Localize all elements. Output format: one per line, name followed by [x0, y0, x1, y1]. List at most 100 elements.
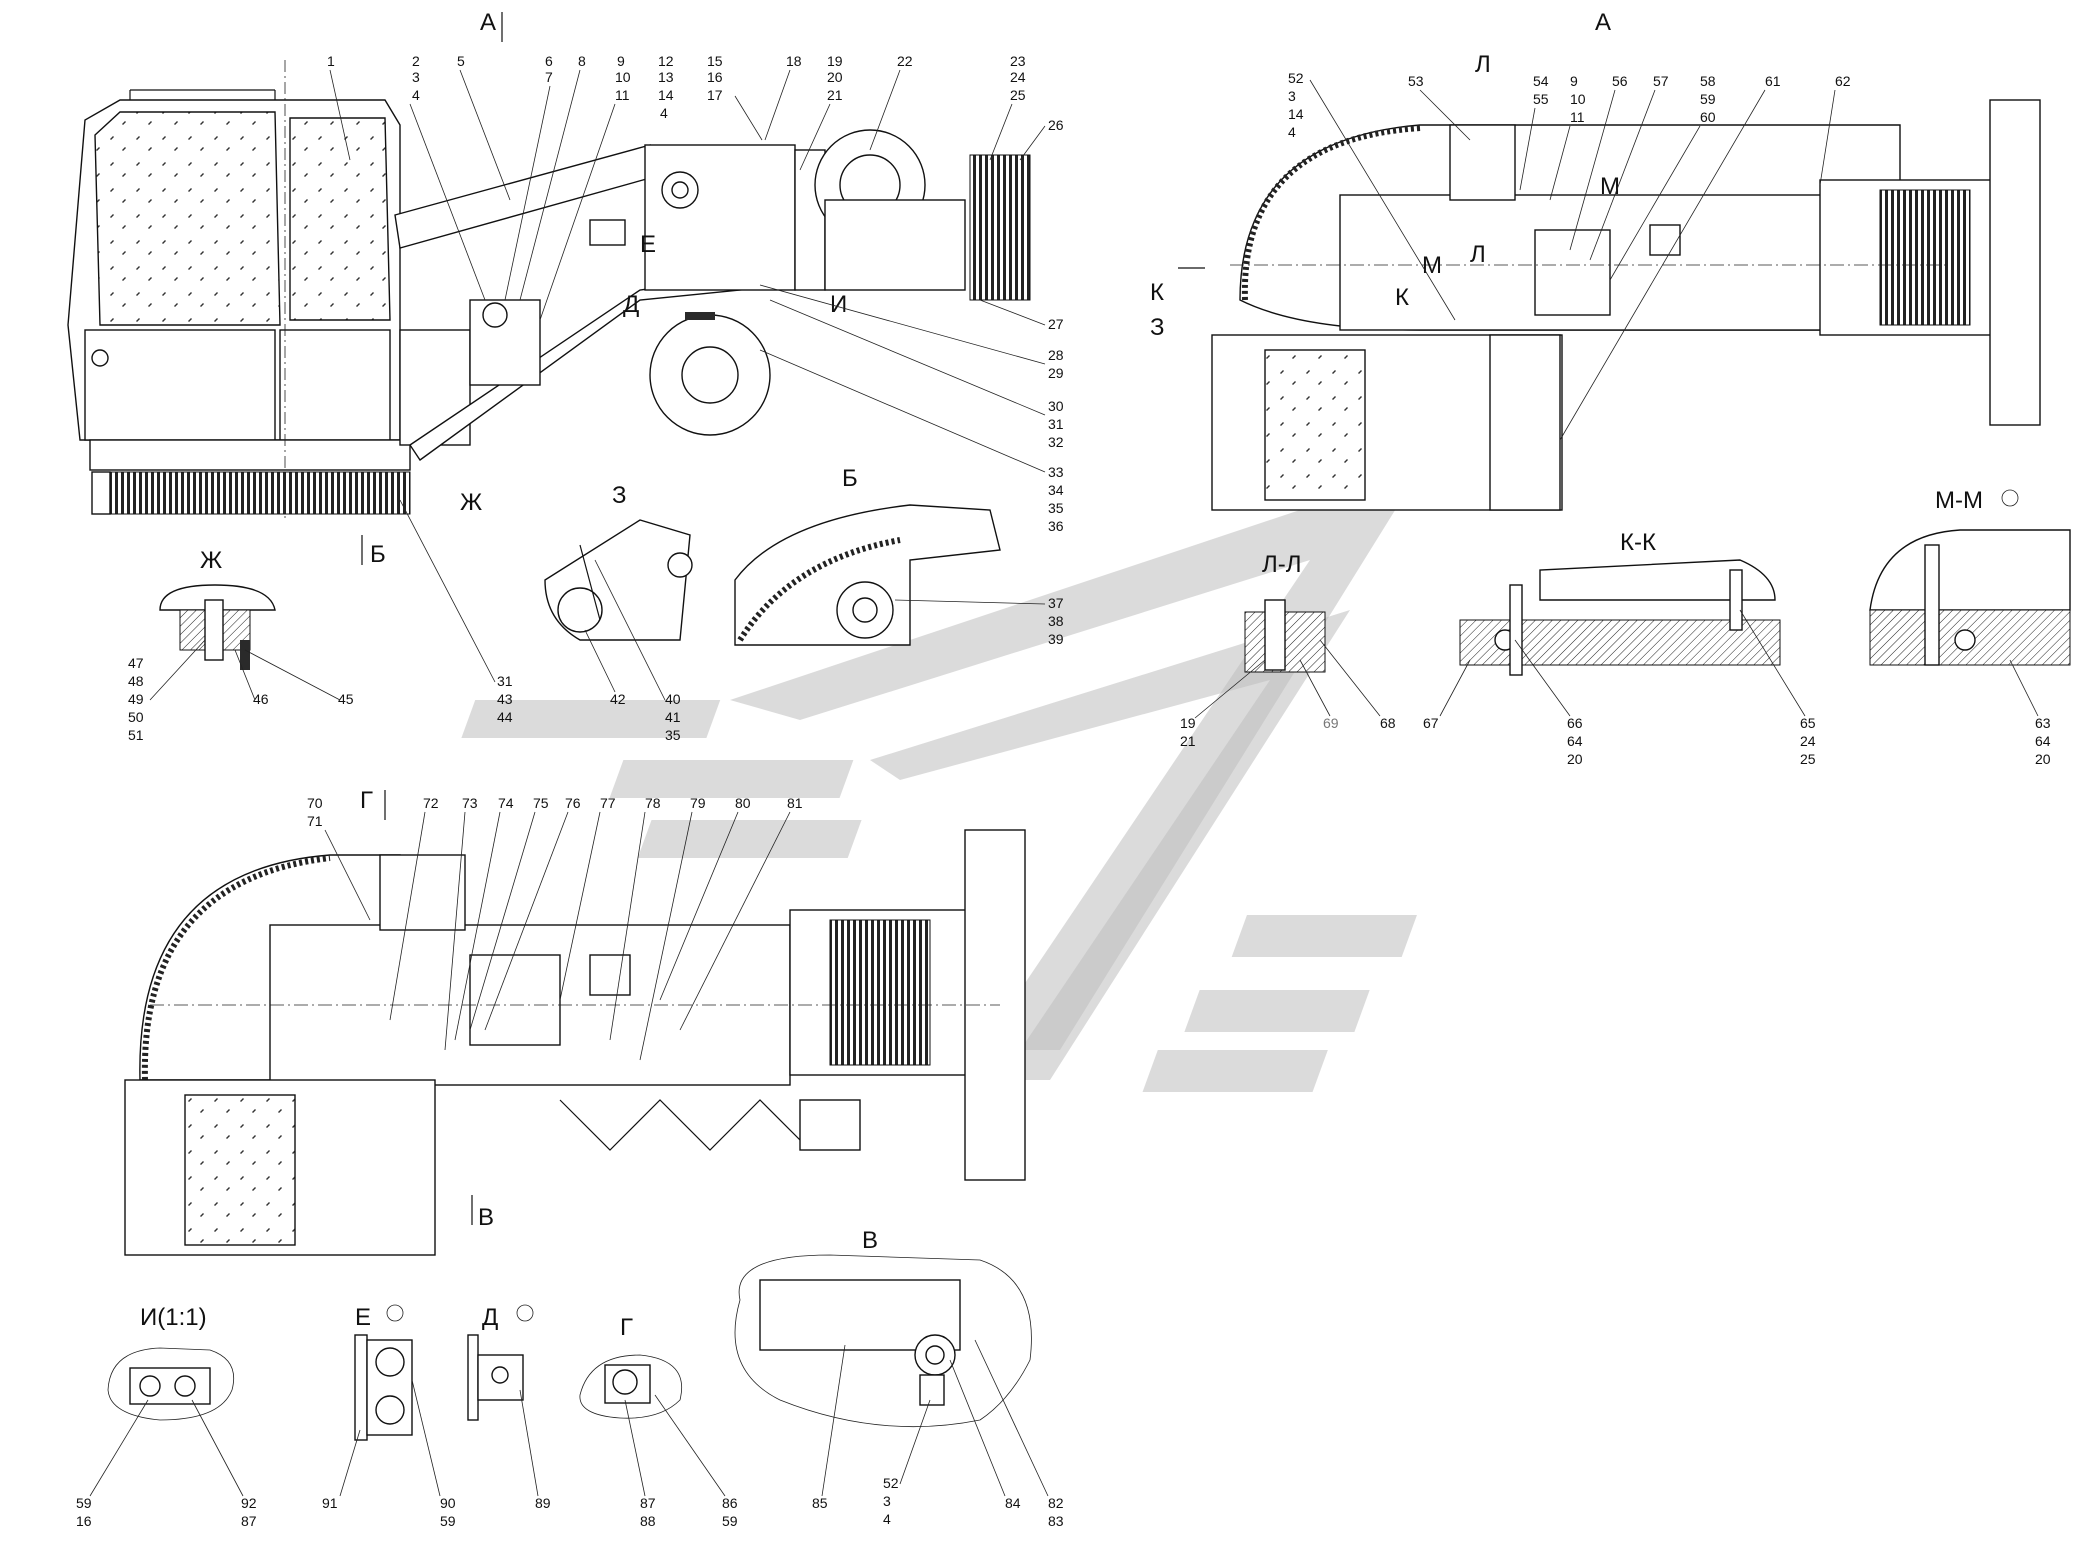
callout-31-43-44: 31 43 44: [399, 499, 513, 725]
svg-text:34: 34: [1048, 482, 1064, 498]
svg-text:25: 25: [1010, 87, 1026, 103]
svg-text:9: 9: [617, 53, 625, 69]
section-kk: К-К 67 66 64 20 65 24 25: [1423, 529, 1816, 767]
svg-text:19: 19: [1180, 715, 1196, 731]
svg-text:4: 4: [660, 105, 668, 121]
svg-text:В: В: [478, 1204, 494, 1231]
svg-text:89: 89: [535, 1495, 551, 1511]
top-view-callouts: 52 3 14 4 53 54 55 9 10 11 56 57 58 59 6…: [1288, 70, 1851, 441]
svg-text:14: 14: [658, 87, 674, 103]
detail-i: И(1:1) 59 16 92 87: [76, 1304, 257, 1529]
view-a-label: А: [480, 9, 496, 36]
side-view-callouts-top: 1 2 3 4 5 6 7 8 9 10 11 12 13 14 4 15 16…: [327, 53, 1064, 321]
svg-text:72: 72: [423, 795, 439, 811]
svg-text:15: 15: [707, 53, 723, 69]
svg-text:69: 69: [1323, 715, 1339, 731]
view-e-label: Е: [640, 231, 656, 258]
svg-text:59: 59: [722, 1513, 738, 1529]
section-ll: Л-Л 19 21 69 68: [1180, 551, 1396, 749]
svg-text:17: 17: [707, 87, 723, 103]
svg-text:13: 13: [658, 69, 674, 85]
svg-text:48: 48: [128, 673, 144, 689]
svg-text:73: 73: [462, 795, 478, 811]
svg-text:2: 2: [412, 53, 420, 69]
svg-text:76: 76: [565, 795, 581, 811]
svg-text:3: 3: [412, 69, 420, 85]
svg-text:54: 54: [1533, 73, 1549, 89]
svg-text:И(1:1): И(1:1): [140, 1304, 207, 1331]
svg-text:12: 12: [658, 53, 674, 69]
detail-zh: Ж 47 48 49 50 51 46 45: [128, 547, 354, 743]
svg-text:31: 31: [497, 673, 513, 689]
svg-text:М-М: М-М: [1935, 487, 1983, 514]
svg-text:16: 16: [76, 1513, 92, 1529]
svg-text:65: 65: [1800, 715, 1816, 731]
svg-text:59: 59: [440, 1513, 456, 1529]
svg-text:88: 88: [640, 1513, 656, 1529]
svg-text:67: 67: [1423, 715, 1439, 731]
svg-text:83: 83: [1048, 1513, 1064, 1529]
svg-text:20: 20: [2035, 751, 2051, 767]
svg-text:35: 35: [665, 727, 681, 743]
svg-text:29: 29: [1048, 365, 1064, 381]
svg-text:47: 47: [128, 655, 144, 671]
svg-text:8: 8: [578, 53, 586, 69]
svg-text:40: 40: [665, 691, 681, 707]
svg-text:33: 33: [1048, 464, 1064, 480]
detail-v: В 85 52 3 4 84 82 83: [734, 1227, 1064, 1529]
svg-text:27: 27: [1048, 316, 1064, 332]
bottom-view: Г В 70 71 72 73 74 75 76: [124, 787, 1026, 1256]
svg-text:55: 55: [1533, 91, 1549, 107]
svg-text:22: 22: [897, 53, 913, 69]
svg-text:45: 45: [338, 691, 354, 707]
svg-text:85: 85: [812, 1495, 828, 1511]
svg-text:90: 90: [440, 1495, 456, 1511]
svg-text:Ж: Ж: [200, 547, 222, 574]
svg-text:К: К: [1395, 284, 1409, 311]
svg-text:З: З: [612, 482, 627, 509]
svg-text:З: З: [1150, 314, 1165, 341]
svg-text:66: 66: [1567, 715, 1583, 731]
svg-text:19: 19: [827, 53, 843, 69]
svg-text:77: 77: [600, 795, 616, 811]
svg-text:53: 53: [1408, 73, 1424, 89]
svg-text:24: 24: [1800, 733, 1816, 749]
svg-text:87: 87: [640, 1495, 656, 1511]
svg-text:18: 18: [786, 53, 802, 69]
boom: [394, 129, 1031, 461]
svg-text:4: 4: [412, 87, 420, 103]
svg-text:М: М: [1600, 173, 1620, 200]
svg-text:75: 75: [533, 795, 549, 811]
svg-text:31: 31: [1048, 416, 1064, 432]
svg-text:84: 84: [1005, 1495, 1021, 1511]
svg-text:16: 16: [707, 69, 723, 85]
svg-text:25: 25: [1800, 751, 1816, 767]
svg-text:Л-Л: Л-Л: [1262, 551, 1302, 578]
svg-text:91: 91: [322, 1495, 338, 1511]
svg-text:21: 21: [1180, 733, 1196, 749]
svg-text:42: 42: [610, 691, 626, 707]
svg-text:11: 11: [1570, 109, 1585, 125]
svg-text:52: 52: [1288, 70, 1304, 86]
svg-text:62: 62: [1835, 73, 1851, 89]
svg-text:87: 87: [241, 1513, 257, 1529]
svg-text:81: 81: [787, 795, 803, 811]
svg-text:49: 49: [128, 691, 144, 707]
svg-text:50: 50: [128, 709, 144, 725]
svg-text:М: М: [1422, 252, 1442, 279]
svg-text:Л: Л: [1470, 241, 1486, 268]
svg-text:35: 35: [1048, 500, 1064, 516]
svg-text:К: К: [1150, 279, 1164, 306]
svg-text:79: 79: [690, 795, 706, 811]
svg-text:6: 6: [545, 53, 553, 69]
section-mm: М-М 63 64 20: [1869, 487, 2071, 767]
svg-text:61: 61: [1765, 73, 1781, 89]
top-view-a: А К З Л М М Л К 52 3 14 4 53 54 55: [1150, 9, 2041, 511]
view-b-label: Б: [370, 541, 386, 568]
svg-text:57: 57: [1653, 73, 1669, 89]
svg-text:3: 3: [1288, 88, 1296, 104]
svg-text:59: 59: [76, 1495, 92, 1511]
svg-text:30: 30: [1048, 398, 1064, 414]
detail-d: Д 89: [467, 1304, 551, 1511]
svg-text:71: 71: [307, 813, 323, 829]
